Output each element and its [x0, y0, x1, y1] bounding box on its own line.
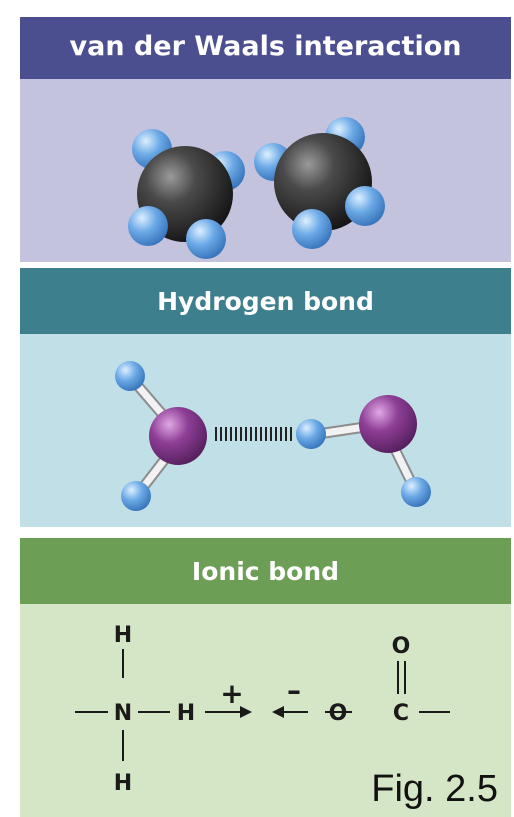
hydrogen-atom	[115, 361, 145, 391]
hydrogen-atom	[128, 206, 168, 246]
oxygen-atom	[149, 407, 207, 465]
atom-h-right: H	[177, 701, 195, 726]
hydrogen-atom	[186, 219, 226, 259]
atom-c: C	[393, 701, 409, 726]
ionic-bond-structure: H N H H + – O C O	[75, 623, 450, 796]
atom-h-bottom: H	[114, 771, 132, 796]
minus-charge: –	[287, 674, 301, 707]
van-der-waals-header: van der Waals interaction	[20, 17, 511, 79]
plus-charge: +	[220, 677, 243, 710]
hydrogen-bond-dashes	[215, 427, 292, 441]
ionic-bond-header: Ionic bond	[20, 538, 511, 604]
hydrogen-atom	[292, 209, 332, 249]
hydrogen-atom	[345, 186, 385, 226]
atom-n: N	[114, 701, 132, 726]
atom-h-top: H	[114, 623, 132, 648]
ionic-bond-panel: Ionic bond H N H	[20, 538, 511, 817]
ionic-bond-body: H N H H + – O C O	[20, 604, 511, 817]
methane-pair-illustration	[128, 117, 385, 259]
hydrogen-atom	[401, 477, 431, 507]
hydrogen-bond-panel: Hydrogen bond	[20, 268, 511, 527]
hydrogen-atom	[121, 481, 151, 511]
atom-o-single: O	[329, 701, 348, 726]
van-der-waals-panel: van der Waals interaction	[20, 17, 511, 262]
van-der-waals-body	[20, 79, 511, 262]
oxygen-atom	[359, 395, 417, 453]
hydrogen-bond-header: Hydrogen bond	[20, 268, 511, 334]
water-pair-illustration	[115, 361, 431, 511]
figure-label: Fig. 2.5	[371, 768, 498, 810]
hydrogen-bond-body	[20, 334, 511, 527]
hydrogen-atom	[296, 419, 326, 449]
atom-o-double: O	[392, 634, 411, 659]
